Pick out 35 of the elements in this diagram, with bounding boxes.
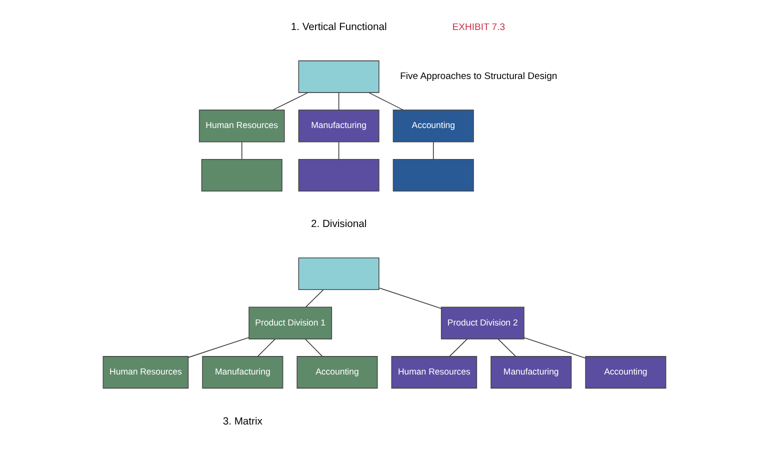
label: 2. Divisional bbox=[310, 219, 366, 230]
connector bbox=[305, 290, 324, 308]
node-box bbox=[298, 60, 379, 93]
connector bbox=[240, 142, 242, 160]
node-box: Human Resources bbox=[390, 356, 477, 389]
node-box: Accounting bbox=[296, 356, 378, 389]
node-box: Human Resources bbox=[198, 110, 284, 142]
node-box bbox=[298, 257, 379, 290]
node-box bbox=[392, 158, 474, 192]
connector bbox=[448, 338, 467, 357]
label: 1. Vertical Functional bbox=[290, 22, 386, 34]
connector bbox=[188, 337, 249, 358]
label: EXHIBIT 7.3 bbox=[452, 22, 505, 33]
connector bbox=[368, 92, 404, 110]
connector bbox=[257, 338, 275, 357]
node-box: Accounting bbox=[584, 356, 666, 389]
connector bbox=[523, 337, 586, 358]
connector bbox=[338, 142, 339, 160]
connector bbox=[432, 142, 434, 160]
label: 3. Matrix bbox=[222, 416, 262, 428]
node-box: Product Division 2 bbox=[440, 306, 524, 340]
connector bbox=[338, 92, 339, 110]
label: Five Approaches to Structural Design bbox=[400, 71, 557, 82]
node-box bbox=[200, 158, 282, 192]
node-box: Human Resources bbox=[102, 356, 188, 389]
node-box: Product Division 1 bbox=[248, 306, 332, 340]
node-box: Manufacturing bbox=[202, 356, 283, 389]
connector bbox=[378, 288, 442, 309]
connector bbox=[304, 338, 322, 357]
connector bbox=[272, 92, 308, 110]
node-box: Accounting bbox=[392, 110, 474, 142]
node-box bbox=[298, 158, 379, 192]
node-box: Manufacturing bbox=[490, 356, 572, 389]
node-box: Manufacturing bbox=[298, 110, 379, 142]
connector bbox=[497, 338, 516, 357]
